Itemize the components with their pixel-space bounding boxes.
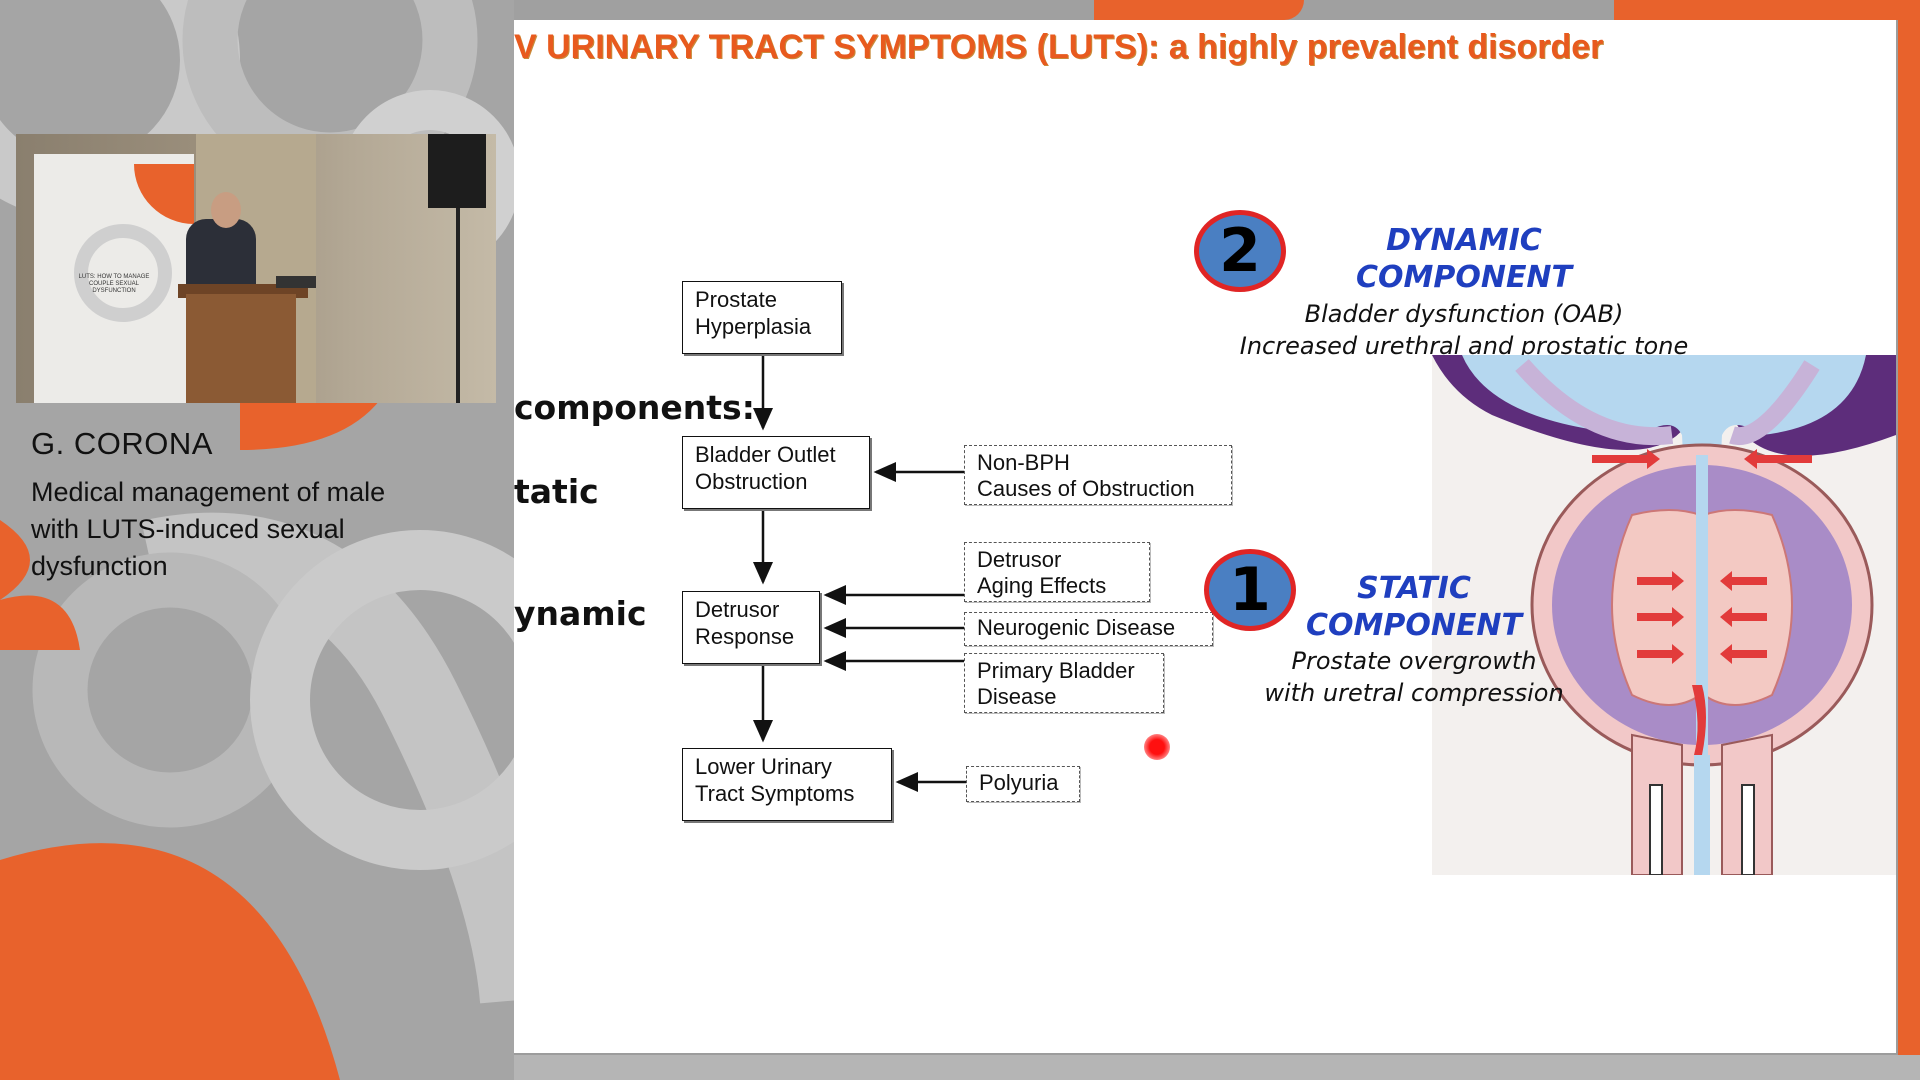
event-banner: LUTS: HOW TO MANAGE COUPLE SEXUAL DYSFUN… [34, 154, 194, 403]
flow-box-prostate-hyperplasia: Prostate Hyperplasia [682, 281, 842, 354]
flowchart-arrows [753, 354, 966, 792]
loudspeaker [428, 134, 486, 208]
banner-ring-graphic [74, 224, 172, 322]
speaker-name: G. CORONA [31, 426, 213, 461]
talk-title: Medical management of male with LUTS-ind… [31, 477, 386, 581]
slide-title: V URINARY TRACT SYMPTOMS (LUTS): a highl… [514, 28, 1604, 66]
side-label-dynamic: ynamic [514, 594, 647, 633]
flow-box-detrusor-response: Detrusor Response [682, 591, 820, 664]
side-label-static: tatic [514, 472, 599, 511]
banner-text: LUTS: HOW TO MANAGE COUPLE SEXUAL DYSFUN… [78, 274, 150, 294]
flow-box-detrusor-aging-effects: Detrusor Aging Effects [964, 542, 1150, 602]
right-orange-strip [1898, 20, 1920, 1080]
flow-box-polyuria: Polyuria [966, 766, 1080, 802]
prostate-diagram [1432, 355, 1896, 876]
flow-box-non-bph-causes: Non-BPH Causes of Obstruction [964, 445, 1232, 505]
loudspeaker-stand [456, 208, 460, 403]
dynamic-component-title: DYNAMIC COMPONENT [1355, 223, 1573, 295]
top-orange-bar [1614, 0, 1920, 20]
flow-box-bladder-outlet-obstruction: Bladder Outlet Obstruction [682, 436, 870, 509]
static-component-description: Prostate overgrowth with uretral compres… [1264, 647, 1564, 707]
static-number-badge: 1 [1204, 549, 1296, 631]
banner-orange-shape [134, 164, 194, 224]
prostate-anatomy-illustration [1432, 355, 1896, 876]
dynamic-number-badge: 2 [1194, 210, 1286, 292]
flow-box-primary-bladder-disease: Primary Bladder Disease [964, 653, 1164, 713]
static-component-title: STATIC COMPONENT [1305, 571, 1523, 643]
speaker-head [211, 192, 241, 228]
flow-box-neurogenic-disease: Neurogenic Disease [964, 612, 1213, 646]
laser-pointer-dot [1144, 734, 1170, 760]
presentation-slide: V URINARY TRACT SYMPTOMS (LUTS): a highl… [514, 20, 1896, 1053]
top-orange-shape [1094, 0, 1304, 20]
podium [186, 294, 296, 403]
speaker-video[interactable]: LUTS: HOW TO MANAGE COUPLE SEXUAL DYSFUN… [16, 134, 496, 403]
dynamic-component-description: Bladder dysfunction (OAB) Increased uret… [1239, 300, 1689, 360]
laptop [276, 276, 316, 288]
top-decor-strip [514, 0, 1920, 20]
side-label-components: components: [514, 388, 755, 427]
bottom-decor-strip [514, 1055, 1920, 1080]
flow-box-lower-urinary-tract-symptoms: Lower Urinary Tract Symptoms [682, 748, 892, 821]
